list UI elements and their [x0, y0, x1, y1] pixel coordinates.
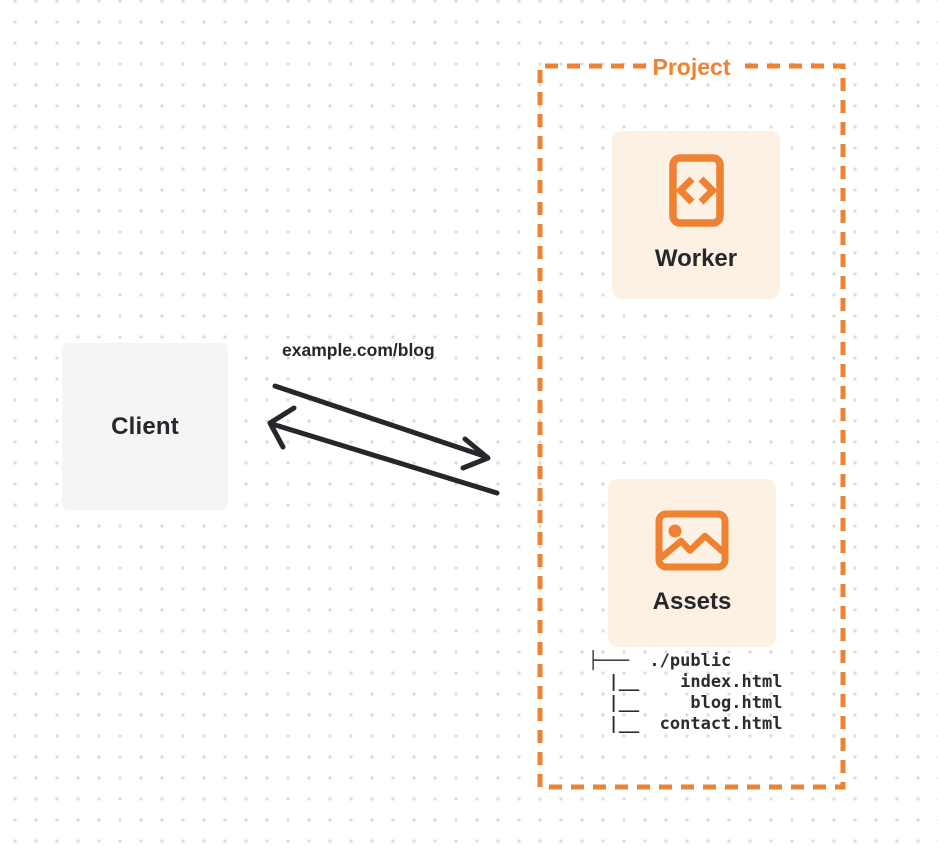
project-label: Project — [652, 54, 731, 80]
assets-node: Assets — [608, 479, 776, 647]
client-node: Client — [62, 343, 228, 510]
image-icon — [655, 510, 729, 570]
file-tree-item: |__ contact.html — [588, 714, 783, 734]
worker-label: Worker — [654, 245, 738, 272]
worker-node: Worker — [612, 131, 780, 299]
assets-label: Assets — [652, 588, 732, 615]
response-arrow-line — [269, 421, 500, 496]
file-tree-item: |__ blog.html — [588, 693, 783, 713]
code-file-icon — [668, 154, 724, 227]
request-url-label: example.com/blog — [282, 340, 435, 360]
request-arrow-head — [460, 436, 491, 471]
file-tree-root: ├─── ./public — [588, 651, 732, 671]
response-arrow-head — [267, 405, 297, 450]
file-tree-item: |__ index.html — [588, 672, 783, 692]
request-arrow-line — [272, 383, 490, 460]
client-label: Client — [111, 412, 179, 440]
assets-file-tree: ├─── ./public |__ index.html |__ blog.ht… — [588, 651, 782, 735]
